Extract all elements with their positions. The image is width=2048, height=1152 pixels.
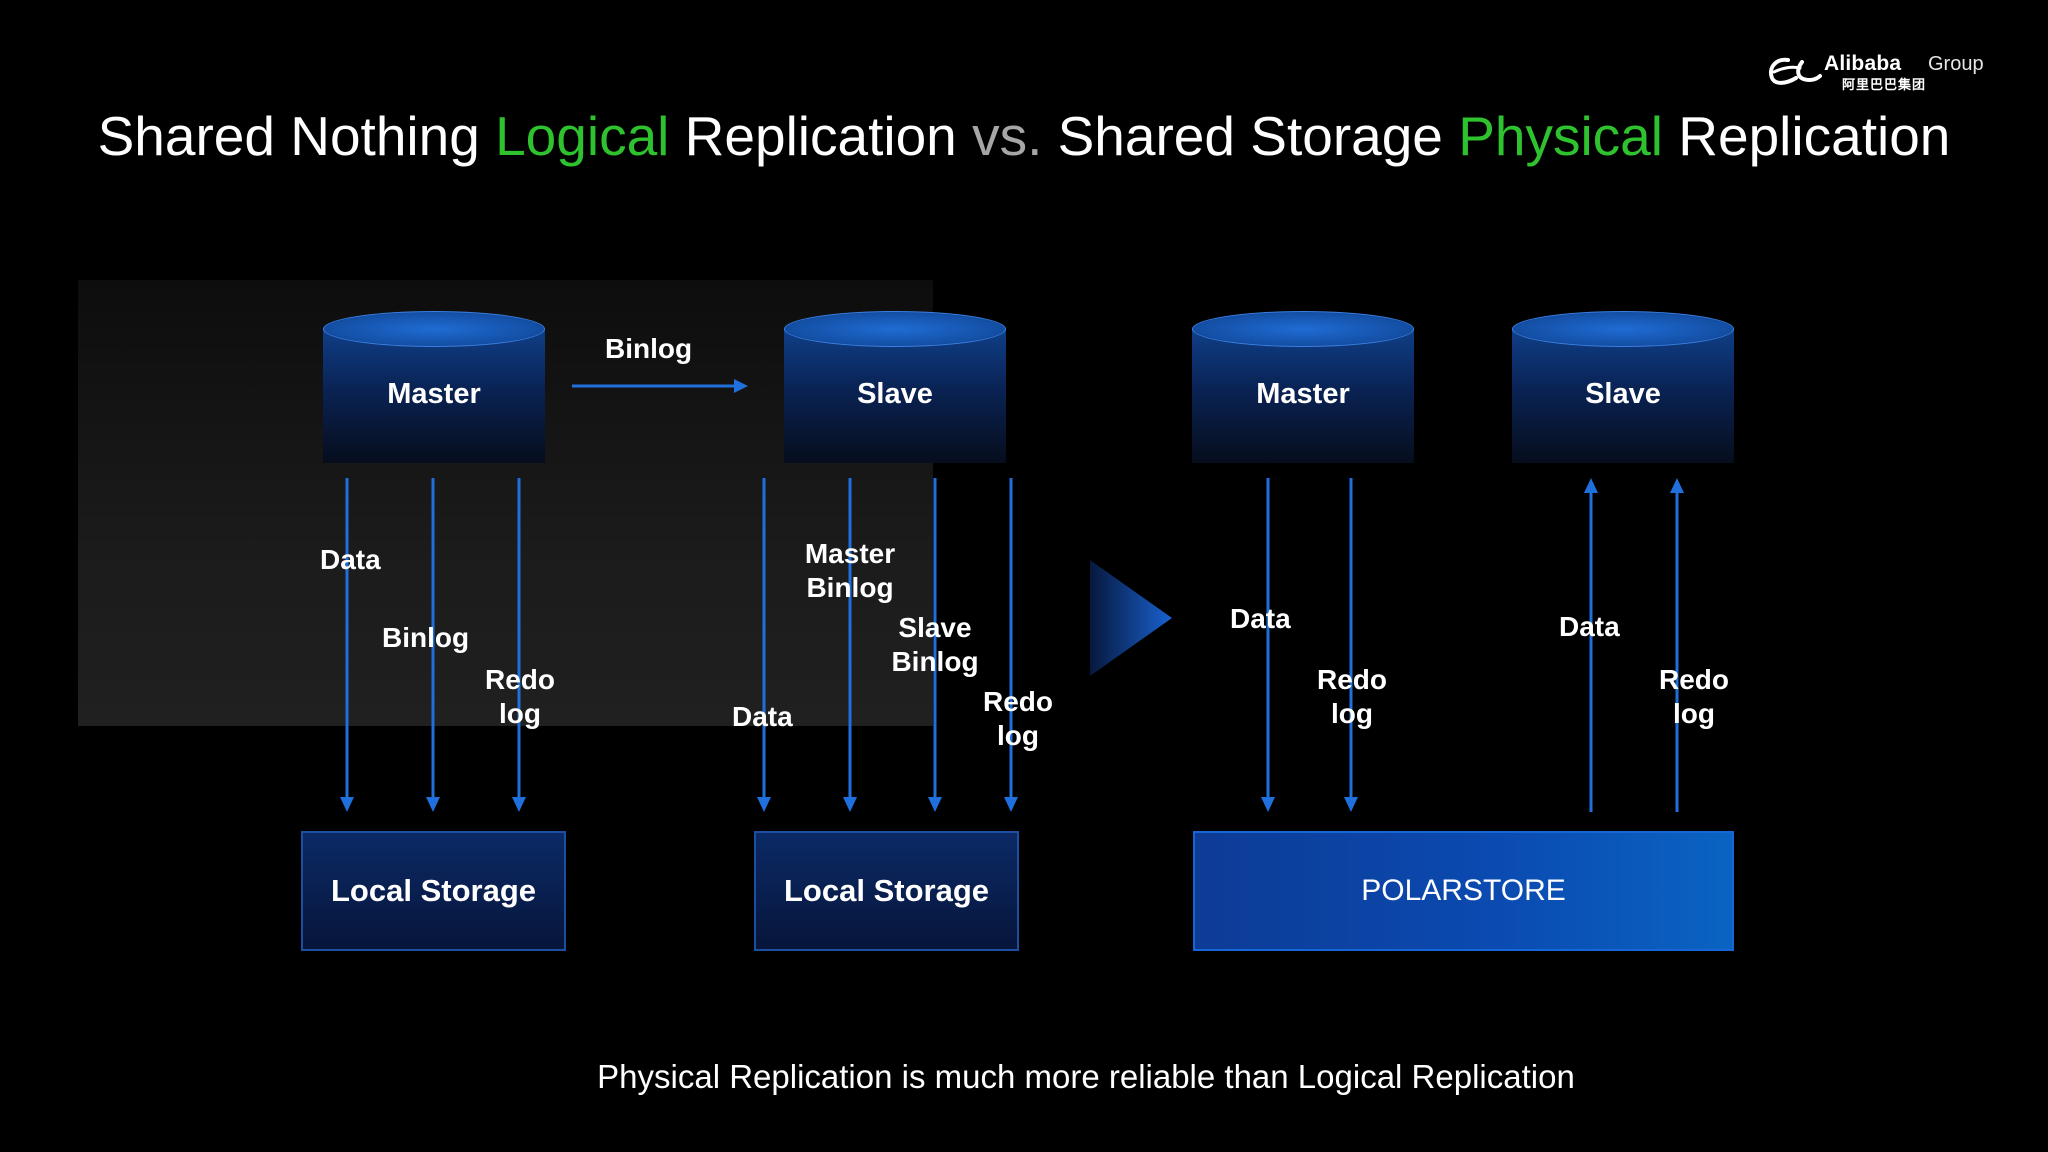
title-part-2: Replication	[669, 105, 973, 167]
polar-slave-data-label: Data	[1559, 611, 1620, 642]
master-node-label: Master	[387, 378, 481, 410]
cylinder-body	[323, 329, 545, 463]
transition-triangle-icon	[1090, 560, 1172, 676]
polar-slave-node: Slave	[1512, 311, 1734, 463]
binlog-arrow	[572, 379, 748, 393]
slave-data-arrow	[757, 478, 771, 812]
title-vs: vs.	[972, 105, 1043, 167]
master-data-label: Data	[320, 544, 381, 575]
polar-slave-node-label: Slave	[1585, 378, 1661, 410]
polar-master-node-label: Master	[1256, 378, 1350, 410]
title-highlight-logical: Logical	[495, 105, 670, 167]
slave-local-storage: Local Storage	[754, 831, 1019, 951]
logo-brand-text: Alibaba	[1824, 52, 1902, 75]
title-highlight-physical: Physical	[1458, 105, 1663, 167]
master-binlog-label: Binlog	[382, 622, 470, 653]
polar-slave-redo-log-arrow	[1670, 478, 1684, 812]
polar-master-redo-log-arrow	[1344, 478, 1358, 812]
master-redo-log-arrow	[512, 478, 526, 812]
slave-master-binlog-label: Master Binlog	[804, 538, 896, 603]
title-part-1: Shared Nothing	[97, 105, 496, 167]
alibaba-logo-icon	[1769, 57, 1822, 85]
cylinder-body	[784, 329, 1006, 463]
cylinder-top	[323, 311, 545, 347]
logo-group-text: Group	[1928, 53, 1984, 75]
polarstore-storage: POLARSTORE	[1193, 831, 1734, 951]
polar-master-data-label: Data	[1230, 603, 1291, 634]
polar-master-redo-log-label: Redo log	[1317, 664, 1387, 729]
slave-redo-log-arrow	[1004, 478, 1018, 812]
polar-slave-redo-log-label: Redo log	[1659, 664, 1729, 729]
slave-slave-binlog-label: Slave Binlog	[891, 612, 979, 677]
alibaba-group-logo: Alibaba Group 阿里巴巴集团	[1766, 50, 1998, 94]
slave-slave-binlog-arrow	[928, 478, 942, 812]
master-data-arrow	[340, 478, 354, 812]
cylinder-body	[1192, 329, 1414, 463]
master-node: Master	[323, 311, 545, 463]
master-local-storage: Local Storage	[301, 831, 566, 951]
cylinder-top	[1192, 311, 1414, 347]
cylinder-top	[1512, 311, 1734, 347]
polar-slave-data-arrow	[1584, 478, 1598, 812]
title-part-3: Shared Storage	[1042, 105, 1459, 167]
slave-redo-log-label: Redo log	[983, 686, 1053, 751]
cylinder-top	[784, 311, 1006, 347]
slave-master-binlog-arrow	[843, 478, 857, 812]
binlog-arrow-label: Binlog	[605, 333, 693, 364]
cylinder-body	[1512, 329, 1734, 463]
master-redo-log-label: Redo log	[485, 664, 555, 729]
logo-chinese-text: 阿里巴巴集团	[1842, 77, 1927, 92]
master-binlog-arrow	[426, 478, 440, 812]
polar-master-node: Master	[1192, 311, 1414, 463]
slave-node: Slave	[784, 311, 1006, 463]
slave-node-label: Slave	[857, 378, 933, 410]
slave-data-label: Data	[732, 701, 793, 732]
slide-title: Shared Nothing Logical Replication vs. S…	[0, 104, 2048, 168]
polar-master-data-arrow	[1261, 478, 1275, 812]
title-part-4: Replication	[1663, 105, 1951, 167]
slide-caption: Physical Replication is much more reliab…	[597, 1058, 1575, 1095]
